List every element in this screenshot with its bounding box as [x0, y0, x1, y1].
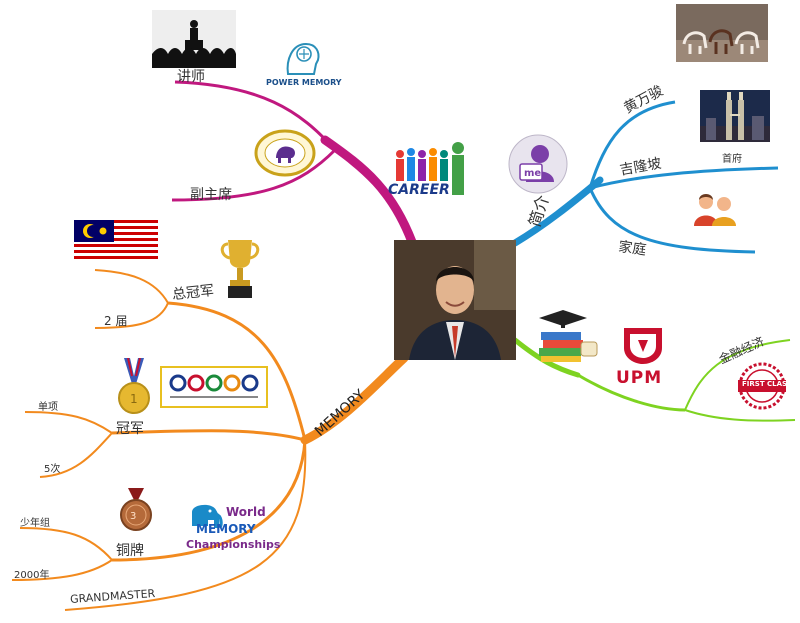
family-icon: [692, 192, 738, 228]
memory-sub-year: [11, 559, 113, 581]
center-photo: [394, 240, 516, 360]
trophy-icon: [218, 236, 262, 300]
city-skyline-icon: [700, 90, 770, 142]
svg-text:3: 3: [130, 511, 136, 522]
brain-head-icon: [282, 40, 322, 76]
first-class-stamp-icon: [734, 362, 790, 410]
upm-logo-text: UPM: [616, 368, 663, 388]
association-logo-icon: [254, 128, 316, 178]
graduation-books-icon: [535, 306, 599, 364]
bronze-medal-icon: 3: [118, 488, 154, 532]
education-main-branch: [512, 337, 581, 378]
intro-branch-city: [589, 166, 779, 190]
memory-sub-fivetimes: [39, 432, 113, 478]
education-branch-rest: [684, 409, 796, 422]
career-branch-vicechair: [171, 148, 337, 202]
memory-sub-overall-top: [94, 269, 169, 304]
education-branch-finance: [684, 339, 791, 411]
svg-text:1: 1: [130, 392, 138, 406]
memory-sub-year-label: 2000年: [14, 570, 50, 581]
competition-logo-icon: [160, 366, 268, 408]
intro-branch-family: [588, 187, 756, 254]
gold-medal-icon: 1: [116, 357, 152, 418]
memory-sub-junior: [19, 527, 113, 561]
memory-sub-single-label: 单项: [38, 402, 58, 413]
career-branch-lecturer: [174, 80, 337, 151]
intro-item-city-capital: 首府: [722, 154, 742, 165]
memory-sub-fivetimes-label: 5次: [44, 464, 61, 475]
education-branch-upm: [577, 373, 686, 412]
first-class-stamp-text: FIRST CLASS: [742, 380, 792, 388]
horses-photo-icon: [676, 4, 768, 62]
svg-text:me: me: [524, 168, 541, 179]
memory-item-bronze: 铜牌: [116, 543, 144, 559]
power-memory-logo-text: POWER MEMORY: [266, 78, 342, 87]
memory-branch-overall: [167, 301, 307, 441]
intro-item-family: 家庭: [617, 238, 648, 259]
memory-branch-bronze: [111, 439, 307, 562]
career-item-vicechair: 副主席: [190, 187, 232, 203]
elephant-logo-icon: [184, 500, 224, 530]
wmc-logo-line3: Championships: [186, 538, 281, 551]
person-photo-icon: [394, 240, 516, 360]
career-people-icon: [390, 140, 470, 200]
career-item-lecturer: 讲师: [177, 69, 205, 85]
wmc-logo-line1: World: [226, 505, 266, 519]
memory-sub-twice-label: 2 届: [104, 314, 128, 328]
intro-branch-name: [588, 100, 676, 189]
memory-sub-junior-label: 少年组: [20, 518, 50, 529]
wmc-logo-line2: MEMORY: [196, 522, 256, 536]
malaysia-flag-icon: [74, 220, 158, 260]
memory-main-branch: [300, 353, 409, 445]
upm-crest-icon: [618, 326, 668, 366]
career-label: CAREER: [388, 182, 450, 198]
lecturer-audience-icon: [152, 10, 236, 68]
memory-branch-grandmaster: [64, 439, 307, 611]
memory-sub-twice: [94, 302, 169, 329]
memory-branch-champion: [111, 429, 306, 442]
memory-item-champion: 冠军: [116, 421, 144, 437]
memory-sub-single: [24, 411, 113, 434]
career-main-branch: [320, 135, 417, 247]
me-profile-icon: me: [508, 134, 568, 194]
